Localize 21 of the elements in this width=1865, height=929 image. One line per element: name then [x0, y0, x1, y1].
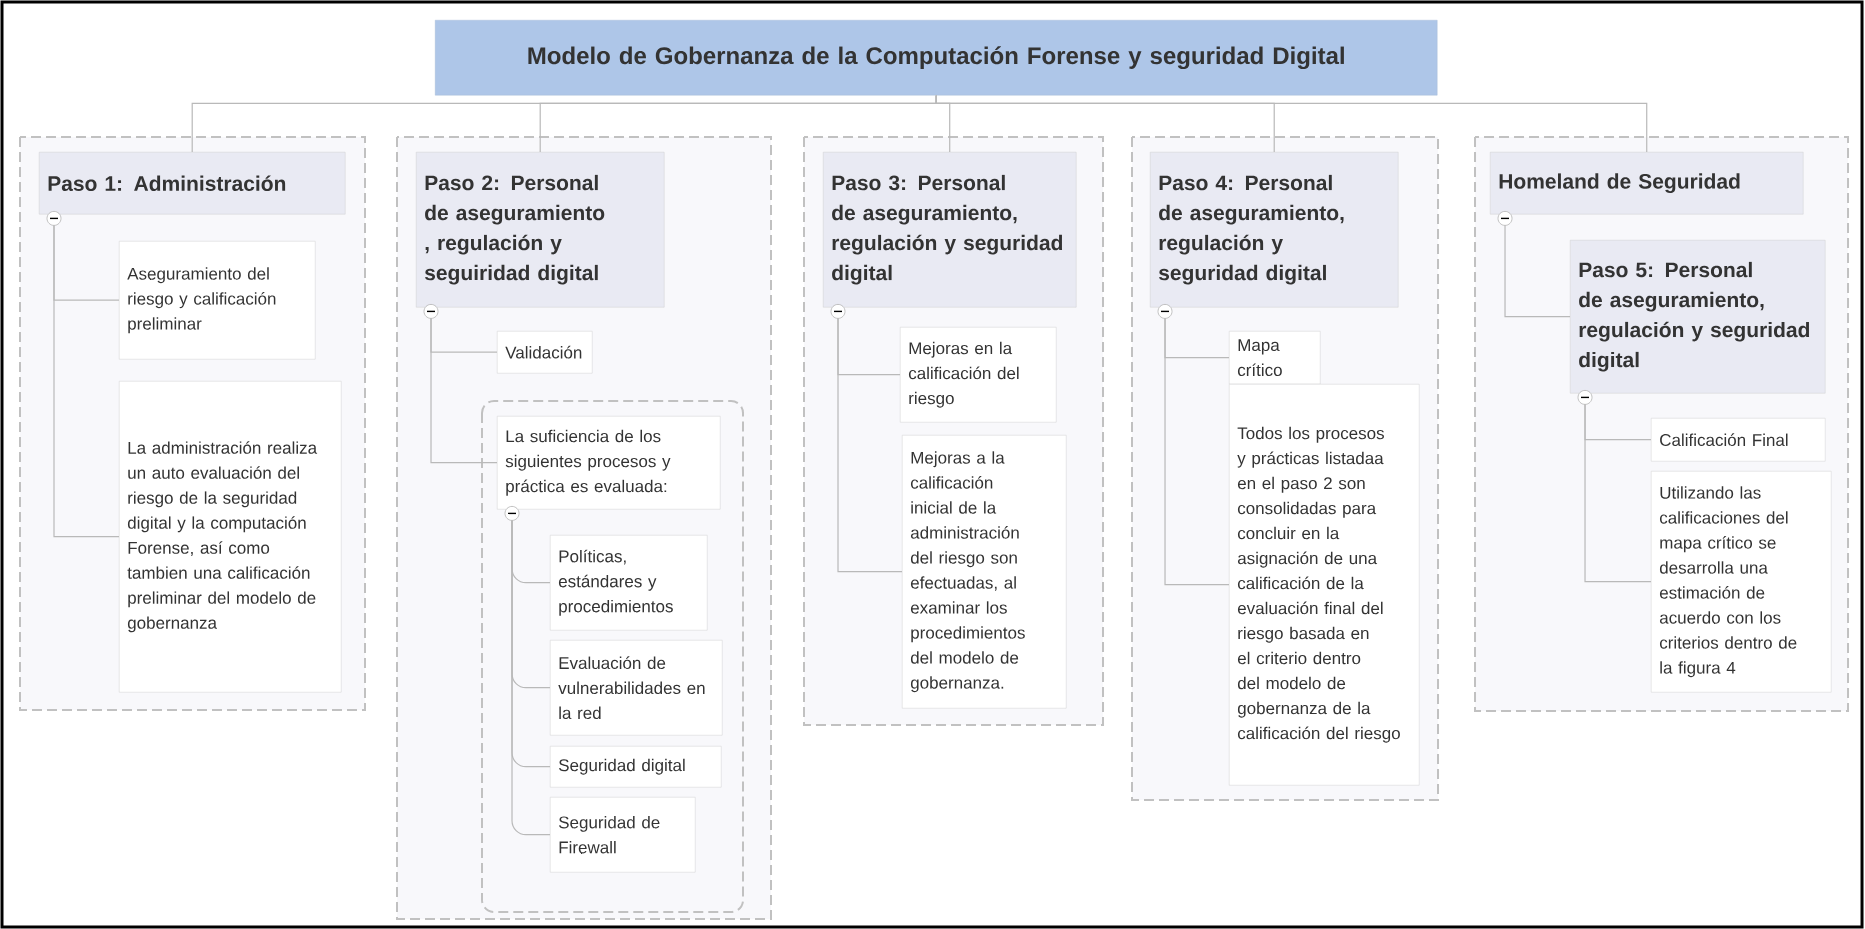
text-box: La administración realiza un auto evaluación del riesgo de la seguridad digital y la computación Forense, así como tambien una calificación preliminar del modelo de gobernanza [119, 381, 342, 693]
step-heading-box: Paso 3: Personal de aseguramiento, regulación y seguridad digital [823, 152, 1077, 308]
text-box: Calificación Final [1651, 418, 1826, 462]
step-heading-box: Paso 2: Personal de aseguramiento , regulación y seguiridad digital [416, 152, 665, 308]
text-box: Validación [497, 331, 593, 374]
text-box: Evaluación de vulnerabilidades en la red [550, 640, 723, 736]
step-heading-box: Paso 5: Personal de aseguramiento, regulación y seguridad digital [1570, 240, 1826, 394]
step-heading-box: Homeland de Seguridad [1490, 152, 1804, 215]
text-box: Seguridad de Firewall [550, 797, 696, 873]
text-box: Políticas, estándares y procedimientos [550, 535, 708, 631]
step-heading-box: Paso 1: Administración [39, 152, 346, 215]
text-box: Aseguramiento del riesgo y calificación preliminar [119, 241, 316, 360]
text-box: Mejoras en la calificación del riesgo [900, 327, 1057, 423]
text-box: Mapa crítico [1229, 331, 1321, 385]
text-box: Utilizando las calificaciones del mapa crítico se desarrolla una estimación de acuerdo con los criterios dentro de la figura 4 [1651, 471, 1832, 693]
text-box: Mejoras a la calificación inicial de la administración del riesgo son efectuadas, al examinar los procedimientos del modelo de gobernanza. [902, 435, 1067, 709]
text-box: Todos los procesos y prácticas listadaa en el paso 2 son consolidadas para concluir en la asignación de una calificación de la evaluación final del riesgo basada en el criterio dentro del modelo de gobernanza de la calificación del riesgo [1229, 384, 1420, 786]
text-box: La suficiencia de los siguientes procesos y práctica es evaluada: [497, 416, 721, 510]
step-heading-box: Paso 4: Personal de aseguramiento, regulación y seguridad digital [1150, 152, 1399, 308]
text-box: Seguridad digital [550, 746, 722, 788]
title-box: Modelo de Gobernanza de la Computación Forense y seguridad Digital [435, 20, 1438, 96]
